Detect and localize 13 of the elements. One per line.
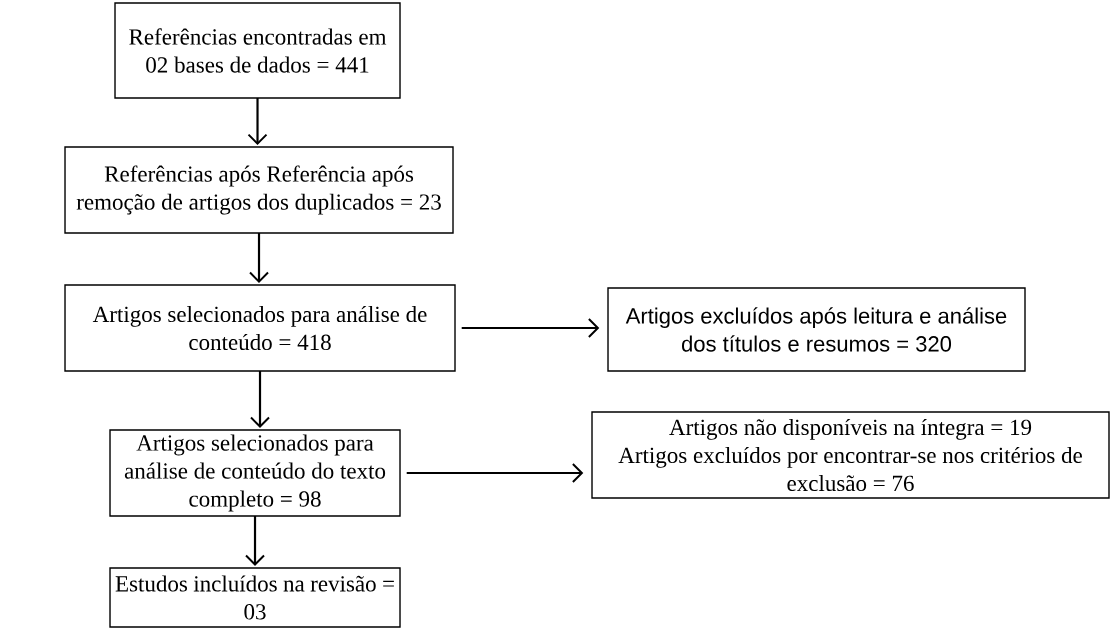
process-box: Artigos não disponíveis na íntegra = 19 Artigos excluídos por encontrar-se nos critérios de exclusão = 76 <box>591 411 1110 499</box>
arrow <box>461 318 600 338</box>
arrow <box>249 233 269 283</box>
process-box: Artigos selecionados para análise de conteúdo = 418 <box>64 284 456 372</box>
arrow <box>247 98 268 145</box>
process-box: Referências após Referência após remoção de artigos dos duplicados = 23 <box>64 146 454 234</box>
process-box: Artigos excluídos após leitura e análise dos títulos e resumos = 320 <box>607 287 1026 372</box>
arrow <box>245 516 265 566</box>
arrow <box>406 463 584 483</box>
arrow <box>250 371 270 428</box>
process-box: Estudos incluídos na revisão = 03 <box>109 567 401 628</box>
process-box: Referências encontradas em 02 bases de dados = 441 <box>114 2 401 99</box>
process-box: Artigos selecionados para análise de conteúdo do texto completo = 98 <box>109 429 401 517</box>
